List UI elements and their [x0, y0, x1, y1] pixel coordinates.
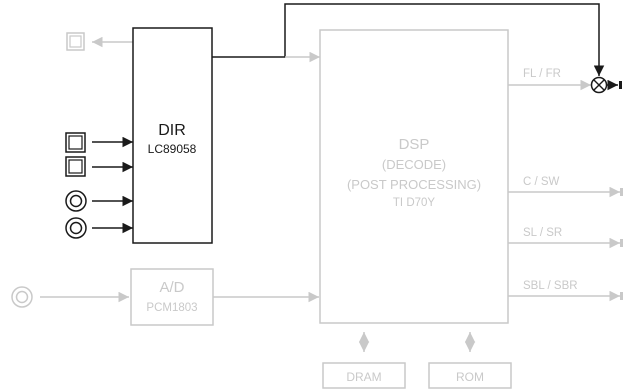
- dir-block: DIR LC89058: [132, 27, 213, 244]
- output-sbl-sbr: SBL / SBR: [508, 280, 623, 302]
- optical-output-icon: [66, 32, 85, 51]
- mixer-circle-icon: [590, 76, 608, 94]
- dram-block: DRAM: [322, 362, 406, 389]
- output-sl-sr: SL / SR: [508, 227, 623, 249]
- optical-input-2: [65, 156, 133, 177]
- dram-label: DRAM: [346, 370, 381, 384]
- analog-input-icon: [11, 286, 33, 308]
- adc-part: PCM1803: [146, 302, 197, 314]
- dsp-block: DSP (DECODE) (POST PROCESSING) TI D70Y: [319, 29, 509, 324]
- dir-name: DIR: [158, 122, 186, 139]
- coaxial-input-icon: [65, 217, 87, 239]
- output-c-sw: C / SW: [508, 176, 623, 198]
- output-label-fl-fr: FL / FR: [523, 68, 561, 80]
- dsp-part: TI D70Y: [393, 197, 436, 209]
- output-label-sl-sr: SL / SR: [523, 227, 562, 239]
- adc-block: A/D PCM1803: [130, 268, 214, 326]
- output-fl-fr: FL / FR: [508, 68, 622, 94]
- dir-part: LC89058: [148, 142, 197, 156]
- optical-input-1: [65, 132, 133, 153]
- output-label-sbl-sbr: SBL / SBR: [523, 280, 578, 292]
- rom-label: ROM: [456, 370, 484, 384]
- output-label-c-sw: C / SW: [523, 176, 560, 188]
- dsp-decode: (DECODE): [382, 157, 446, 172]
- dsp-post-processing: (POST PROCESSING): [347, 177, 481, 192]
- dsp-name: DSP: [399, 136, 430, 153]
- coaxial-input-1: [65, 190, 133, 212]
- optical-input-icon: [65, 132, 86, 153]
- dir-to-dsp-connection: [212, 3, 605, 76]
- optical-input-icon: [65, 156, 86, 177]
- coaxial-input-icon: [65, 190, 87, 212]
- adc-name: A/D: [159, 279, 184, 296]
- rom-block: ROM: [428, 362, 512, 389]
- coaxial-input-2: [65, 217, 133, 239]
